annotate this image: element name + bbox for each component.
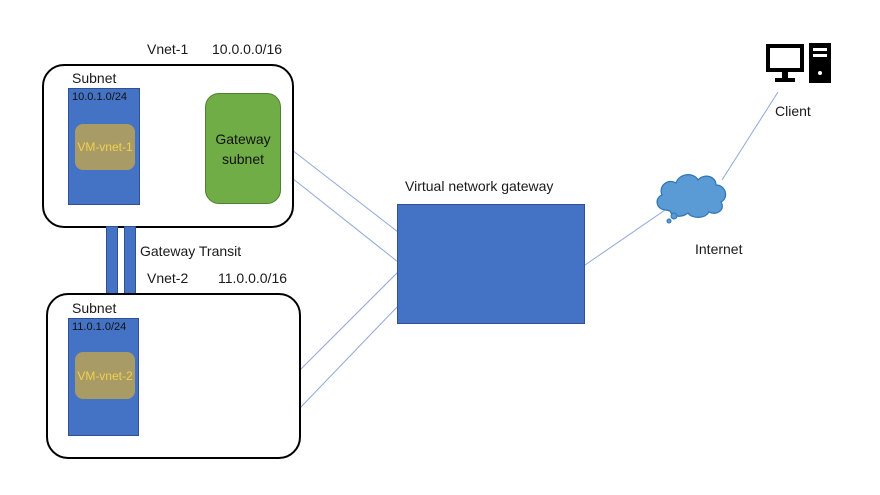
gateway-subnet: Gateway subnet: [205, 93, 281, 204]
gateway-label: Virtual network gateway: [405, 178, 554, 194]
vnet1-subnet-cidr: 10.0.1.0/24: [72, 91, 128, 103]
gateway-transit-bar-right: [124, 226, 136, 298]
virtual-network-gateway: [397, 204, 585, 324]
link-gateway-internet: [584, 207, 669, 266]
link-vnet1-gateway-a: [291, 149, 399, 233]
link-vnet2-gateway-a: [299, 271, 399, 371]
cloud-icon: [656, 174, 727, 224]
gateway-subnet-line2: subnet: [221, 150, 265, 167]
link-internet-client: [721, 91, 779, 181]
computer-icon: [766, 43, 831, 83]
vnet2-label: Vnet-2: [147, 270, 189, 286]
vnet1-subnet-label: Subnet: [72, 70, 117, 86]
link-vnet2-gateway-b: [299, 305, 399, 409]
vnet1-label: Vnet-1: [147, 41, 189, 57]
internet-label: Internet: [695, 241, 743, 257]
vm-vnet1: VM-vnet-1: [75, 124, 135, 170]
vnet2-subnet-label: Subnet: [72, 300, 117, 316]
gateway-transit-bar-left: [106, 226, 118, 298]
client-label: Client: [775, 103, 811, 119]
vnet2-cidr: 11.0.0.0/16: [218, 270, 288, 286]
link-vnet1-gateway-b: [291, 177, 399, 263]
vnet1-cidr: 10.0.0.0/16: [212, 41, 283, 57]
gateway-subnet-line1: Gateway: [215, 130, 271, 147]
gateway-transit-label: Gateway Transit: [140, 243, 242, 259]
vnet2-subnet-cidr: 11.0.1.0/24: [72, 321, 127, 333]
vm-vnet2: VM-vnet-2: [75, 352, 135, 399]
